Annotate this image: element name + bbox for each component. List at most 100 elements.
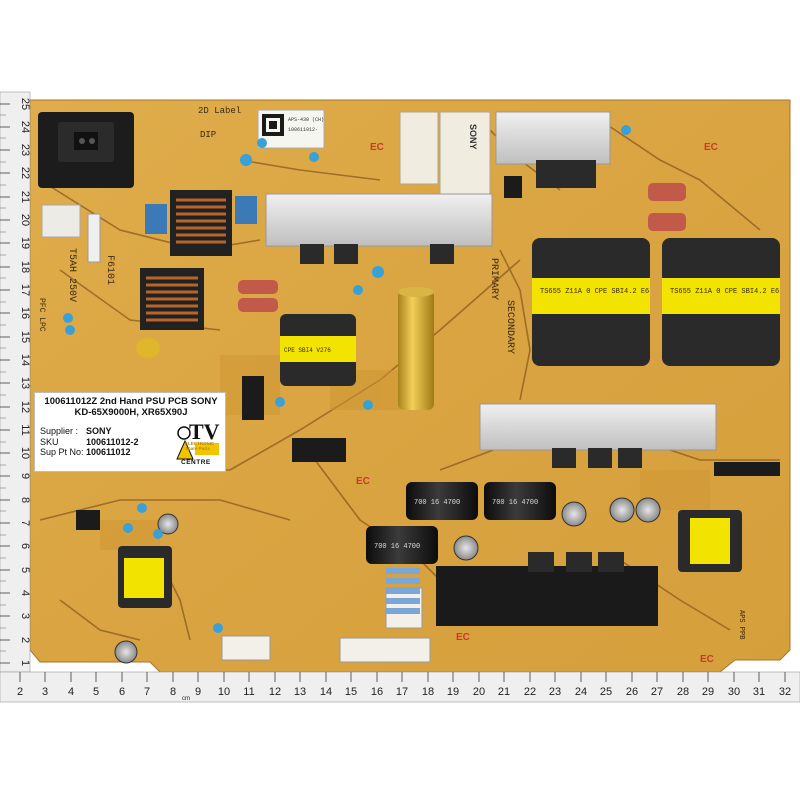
cap-label-1: 700 16 4700: [414, 499, 460, 507]
sticker-code: APS-430 (CH): [288, 117, 324, 123]
vruler-label: 6: [19, 543, 31, 549]
hruler-label: 24: [575, 686, 587, 698]
vruler-label: 25: [19, 98, 31, 110]
label-value: 100611012-2: [86, 436, 139, 447]
vruler-label: 8: [19, 497, 31, 503]
transformer-small-label: CPE SBI4 V276: [284, 347, 331, 354]
hruler-label: 10: [218, 686, 230, 698]
standby-transformer: [118, 546, 172, 608]
aps-text: APS PPB: [737, 610, 745, 639]
vruler-label: 4: [19, 590, 31, 596]
label-key: Supplier :: [40, 426, 79, 436]
vruler-label: 22: [19, 167, 31, 179]
fuse-ref: F6101: [104, 255, 115, 285]
vruler-label: 24: [19, 121, 31, 133]
vruler-label: 12: [19, 401, 31, 413]
vruler-label: 16: [19, 307, 31, 319]
x-capacitors: [136, 183, 686, 358]
transformer-2: TS655 Z11A 0 CPE SBI4.2 E6: [662, 238, 780, 366]
vruler-label: 17: [19, 284, 31, 296]
hruler-label: 15: [345, 686, 357, 698]
sticker-sub: 100611012-: [288, 127, 318, 133]
fuse: T5AH 250V F6101 PFC LPC: [37, 204, 115, 332]
ceramic-capacitors: [63, 125, 631, 633]
choke-bottom: [140, 268, 204, 330]
hruler-label: 27: [651, 686, 663, 698]
vruler-label: 19: [19, 237, 31, 249]
logo-sub-line1: ELECTRONIC: [185, 441, 215, 446]
vruler-label: 20: [19, 214, 31, 226]
vruler-label: 21: [19, 191, 31, 203]
pfc-label: PFC LPC: [37, 298, 46, 332]
label-value: 100611012: [86, 447, 131, 457]
label-title: 100611012Z 2nd Hand PSU PCB SONY KD-65X9…: [37, 396, 225, 418]
secondary-text: SECONDARY: [504, 300, 515, 354]
hruler-label: 31: [753, 686, 765, 698]
vruler-label: 14: [19, 354, 31, 366]
hruler-label: 2: [17, 686, 23, 698]
horizontal-ruler: 2 3 4 5 6 7 8 9 10 11 12 13 14 15 16 17 …: [0, 671, 800, 703]
vruler-label: 3: [19, 613, 31, 619]
hruler-label: 13: [294, 686, 306, 698]
2d-label-sticker: 2D Label DIP APS-430 (CH) 100611012-: [198, 106, 325, 149]
vruler-label: 7: [19, 520, 31, 526]
tv-logo-icon: [176, 426, 219, 460]
transformer-1: TS655 Z11A 0 CPE SBI4.2 E6: [532, 238, 650, 366]
ec-mark: EC: [356, 476, 370, 487]
hruler-label: 8: [170, 686, 176, 698]
relay-stickers: SONY: [399, 111, 491, 197]
vruler-label: 2: [19, 637, 31, 643]
hruler-label: 26: [626, 686, 638, 698]
logo-centre-text: CENTRE: [181, 459, 211, 466]
resistor-bank: [386, 568, 420, 614]
vruler-label: 1: [19, 660, 31, 666]
hruler-label: 6: [119, 686, 125, 698]
right-small-transformer: [678, 510, 742, 572]
cap-label-3: 700 16 4700: [374, 543, 420, 551]
logo-sub-line2: Spare Parts: [185, 446, 211, 451]
dip-text: DIP: [200, 130, 216, 140]
ec-marks: EC EC EC EC EC: [356, 142, 718, 665]
hruler-label: 29: [702, 686, 714, 698]
hruler-label: 18: [422, 686, 434, 698]
transformer-small: CPE SBI4 V276: [280, 314, 356, 386]
label-title-line2: KD-65X9000H, XR65X90J: [74, 407, 188, 418]
choke-top: [170, 190, 232, 256]
hruler-label: 3: [42, 686, 48, 698]
vruler-label: 5: [19, 567, 31, 573]
vruler-label: 10: [19, 447, 31, 459]
hruler-label: 21: [498, 686, 510, 698]
ics: [76, 176, 780, 530]
sony-text: SONY: [468, 124, 478, 150]
output-capacitors: 700 16 4700 700 16 4700 700 16 4700: [114, 482, 661, 664]
ec-mark: EC: [370, 142, 384, 153]
hruler-label: 16: [371, 686, 383, 698]
vruler-label: 11: [19, 424, 31, 435]
hruler-label: 17: [396, 686, 408, 698]
cap-label-2: 700 16 4700: [492, 499, 538, 507]
hruler-unit: cm: [182, 696, 190, 702]
hruler-label: 12: [269, 686, 281, 698]
vruler-label: 9: [19, 473, 31, 479]
vruler-label: 23: [19, 144, 31, 156]
tv-centre-logo: TV ELECTRONIC Spare Parts CENTRE: [175, 419, 223, 469]
hruler-label: 9: [195, 686, 201, 698]
label-rows: Supplier : SONY SKU 100611012-2 Sup Pt N…: [40, 426, 139, 458]
hruler-label: 19: [447, 686, 459, 698]
vruler-label: 18: [19, 261, 31, 273]
hruler-label: 25: [600, 686, 612, 698]
label-title-line1: 100611012Z 2nd Hand PSU PCB SONY: [44, 396, 218, 407]
ec-mark: EC: [456, 632, 470, 643]
product-label: 100611012Z 2nd Hand PSU PCB SONY KD-65X9…: [34, 392, 226, 472]
black-heatsink: [436, 552, 658, 626]
hruler-label: 4: [68, 686, 74, 698]
label-row-supplier: Supplier : SONY: [40, 426, 139, 437]
heatsink-primary: [265, 193, 493, 264]
ec-mark: EC: [700, 654, 714, 665]
hruler-label: 30: [728, 686, 740, 698]
vruler-label: 15: [19, 331, 31, 343]
ec-mark: EC: [704, 142, 718, 153]
label-key: Sup Pt No:: [40, 447, 84, 457]
heatsink-top-right: [495, 111, 611, 188]
